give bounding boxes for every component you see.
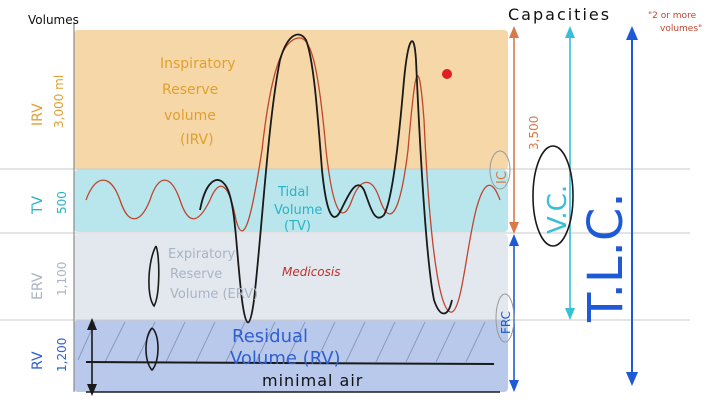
irv-value: 3,000 ml [52, 75, 66, 128]
ic-value: 3,500 [527, 116, 541, 150]
tlc-arrow-head-top [626, 26, 638, 40]
rv-arrow-head-bottom [87, 384, 97, 396]
irv-title-line: volume [164, 108, 216, 124]
guide-lines [0, 168, 690, 321]
frc-arrow-head-top [509, 234, 519, 246]
vc-label: V.C. [543, 185, 573, 234]
tv-title: Tidal Volume (TV) [274, 185, 322, 234]
rv-title-line: Residual [232, 326, 308, 347]
tv-abbr: TV [30, 195, 46, 215]
ic-arrow-head-top [509, 26, 519, 38]
rv-baseline [85, 361, 495, 365]
irv-title-line: Inspiratory [160, 56, 236, 72]
spirogram-trace-red [85, 37, 501, 313]
erv-abbr: ERV [30, 272, 46, 300]
frc-arrow-head-bottom [509, 380, 519, 392]
irv-title-line: (IRV) [180, 132, 214, 148]
erv-band [74, 234, 508, 320]
tv-value: 500 [55, 191, 69, 214]
tv-band [74, 170, 508, 232]
pointer-dot [442, 69, 452, 79]
volumes-title: Volumes [28, 13, 79, 27]
tlc-arrow-head-bottom [626, 372, 638, 386]
capacities-title: Capacities [508, 5, 611, 24]
spirogram-trace-black-small [148, 245, 160, 308]
irv-abbr: IRV [30, 103, 46, 126]
irv-band [74, 30, 508, 170]
capacities-note-1: "2 or more [648, 11, 697, 21]
frc-circle [495, 293, 515, 343]
rv-note: minimal air [262, 371, 363, 390]
tlc-label: T.L.C. [578, 192, 634, 323]
erv-value: 1,100 [55, 262, 69, 296]
rv-ellipse [145, 327, 159, 372]
rv-band [74, 320, 508, 392]
rv-arrow-head-top [87, 318, 97, 330]
rv-value: 1,200 [55, 338, 69, 372]
erv-title-line: Volume (ERV) [170, 287, 258, 302]
ic-label: IC [495, 171, 510, 184]
rv-abbr: RV [30, 351, 46, 370]
ic-arrow-head-bottom [509, 222, 519, 234]
tv-title-line: (TV) [284, 219, 311, 234]
erv-title-line: Reserve [170, 267, 222, 282]
spirogram-trace-black [199, 33, 453, 324]
capacities-note-2: volumes" [660, 24, 702, 34]
erv-title-line: Expiratory [168, 247, 235, 262]
tv-title-line: Volume [274, 203, 322, 218]
erv-title: Expiratory Reserve Volume (ERV) [168, 247, 258, 302]
frc-label: FRC [499, 311, 513, 334]
vc-circle [532, 145, 574, 247]
irv-title: Inspiratory Reserve volume (IRV) [160, 56, 236, 148]
rv-title: Residual Volume (RV) [230, 326, 341, 369]
vc-arrow-head-top [565, 26, 575, 38]
ic-circle [489, 150, 511, 190]
brand-logo: Medicosis [282, 265, 340, 279]
rv-title-line: Volume (RV) [230, 348, 341, 369]
tv-title-line: Tidal [277, 185, 309, 200]
irv-title-line: Reserve [162, 82, 218, 98]
vc-arrow-head-bottom [565, 308, 575, 320]
